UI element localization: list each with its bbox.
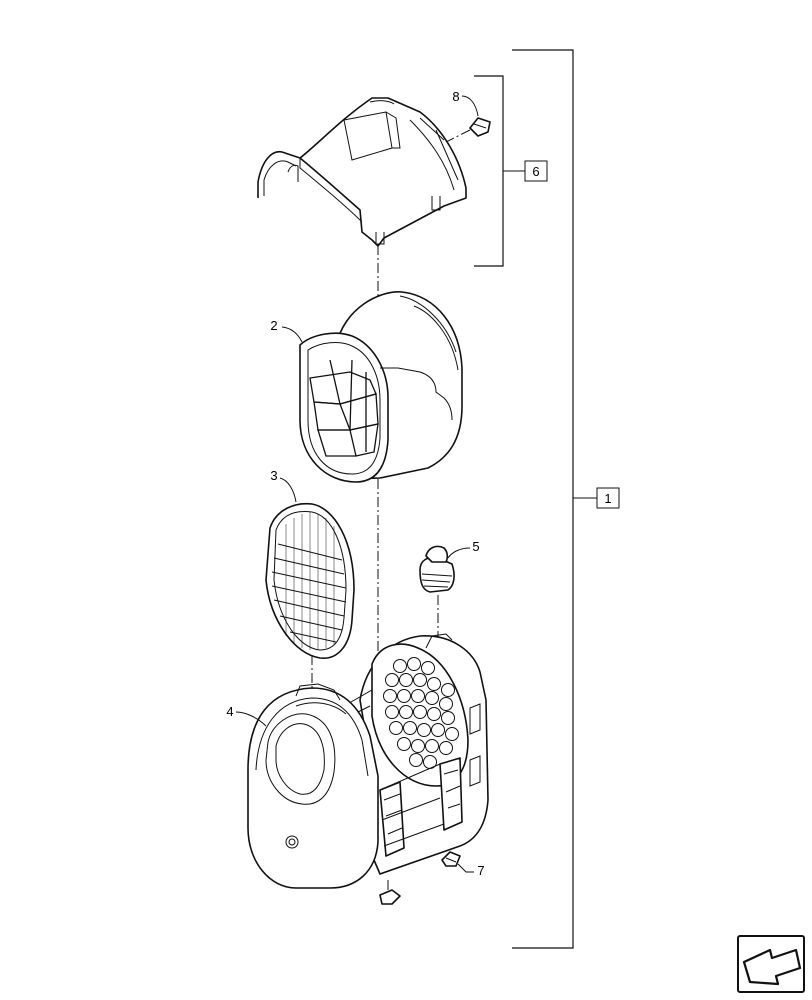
callout-6-box[interactable] <box>524 160 548 182</box>
callout-2-label[interactable]: 2 <box>270 318 277 333</box>
callout-5-leader <box>447 547 471 559</box>
part-latch-clip[interactable] <box>441 851 461 867</box>
part-evacuator-valve[interactable] <box>419 545 455 593</box>
part-cover[interactable] <box>257 97 467 247</box>
callout-4-label[interactable]: 4 <box>226 704 233 719</box>
part-clip[interactable] <box>469 117 491 137</box>
cover-kit-bracket <box>474 75 504 267</box>
callout-7-leader <box>457 863 474 873</box>
callout-7-label[interactable]: 7 <box>477 863 484 878</box>
part-housing[interactable] <box>247 633 489 905</box>
callout-6-label: 6 <box>532 164 539 179</box>
callout-5-label[interactable]: 5 <box>472 539 479 554</box>
part-safety-filter[interactable] <box>265 502 355 659</box>
callout-1-label: 1 <box>604 491 611 506</box>
callout-4-leader <box>235 711 267 727</box>
callout-3-leader <box>279 477 297 503</box>
callout-8-label[interactable]: 8 <box>452 89 459 104</box>
callout-3-label[interactable]: 3 <box>270 468 277 483</box>
assembly-bracket <box>512 49 574 949</box>
callout-2-leader <box>281 326 303 343</box>
return-arrow-icon[interactable] <box>737 935 805 993</box>
callout-8-leader <box>461 95 479 117</box>
part-primary-filter[interactable] <box>299 291 463 483</box>
callout-1-box[interactable] <box>596 487 620 509</box>
